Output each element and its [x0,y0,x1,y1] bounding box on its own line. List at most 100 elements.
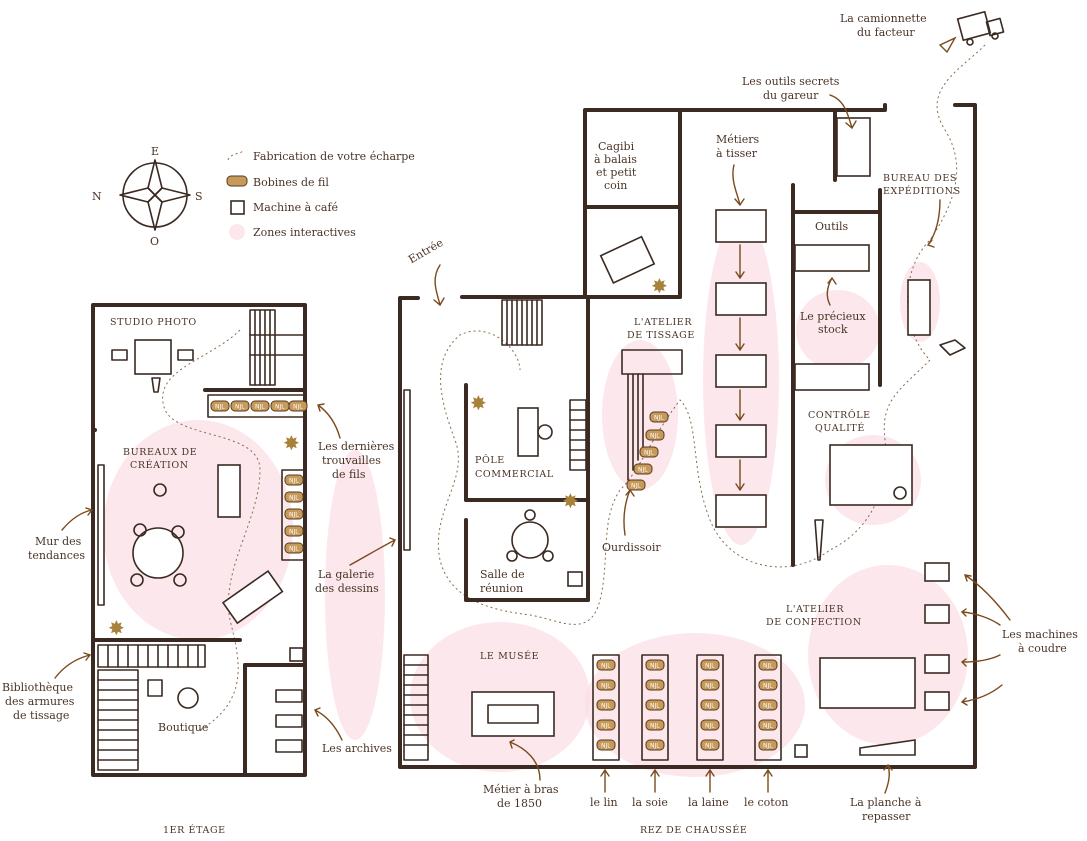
star-icon: ✸ [651,276,668,298]
coffee-machine-icon[interactable] [567,571,583,587]
callout-soie: la soie [632,796,668,809]
floor-title-first: 1ER ÉTAGE [163,824,226,836]
callout-planche-2: repasser [862,810,911,823]
callout-ourdissoir: Ourdissoir [602,541,661,554]
arrow-metier-bras [509,739,541,781]
label-expeditions-2: EXPÉDITIONS [883,185,961,197]
sewing-machine-4[interactable] [924,691,950,711]
zone-precieux-stock[interactable] [796,290,880,370]
spool-column-coton[interactable] [754,654,782,761]
mur-tendances-board[interactable] [97,464,105,606]
callout-lin: le lin [590,796,618,809]
svg-text:NJL: NJL [650,703,660,710]
spool-icon: NJL [700,659,720,671]
pole-desk[interactable] [517,407,539,457]
studio-photo-table[interactable] [134,339,172,375]
callout-mur-1: Mur des [35,535,82,548]
arrow-coton [763,768,773,793]
cagibi-desk[interactable] [599,235,656,284]
svg-text:NJL: NJL [289,478,299,485]
lightbulb-icon [153,483,167,497]
chair-1 [133,523,147,537]
arrow-outils-secrets [829,94,857,130]
metier-a-bras[interactable] [471,691,555,737]
spool-column-soie[interactable] [641,654,669,761]
svg-text:NJL: NJL [289,546,299,553]
label-bureaux-1: BUREAUX DE [123,447,197,458]
sewing-machine-1[interactable] [924,562,950,582]
label-salle-1: Salle de [480,568,525,581]
arrow-machines [963,574,1011,621]
first-floor-walls [91,303,307,777]
label-cagibi-4: coin [604,179,627,192]
galerie-board[interactable] [403,389,411,551]
compass: E N S O [92,145,203,248]
label-bureaux-2: CRÉATION [130,459,189,471]
floor-title-ground: REZ DE CHAUSSÉE [640,824,747,836]
spool-icon: NJL [284,542,304,554]
star-icon: ✸ [108,618,125,640]
qualite-table[interactable] [829,444,913,506]
star-icon: ✸ [562,491,579,513]
svg-text:NJL: NJL [601,723,611,730]
spool-icon: NJL [596,719,616,731]
zone-bureaux-creation[interactable] [103,420,293,640]
expeditions-desk[interactable] [907,279,931,336]
stock-shelf-top[interactable] [794,244,870,272]
spool-column-lin[interactable] [592,654,620,761]
plane-icon [938,36,957,54]
reunion-table[interactable] [511,521,549,559]
desk-2[interactable] [221,569,284,625]
label-controle-1: CONTRÔLE [808,409,871,421]
magnifier-icon [893,486,907,500]
chair-4 [173,573,187,587]
zone-bobines[interactable] [585,633,805,777]
chair-2 [171,525,185,539]
arrow-soie [650,768,660,793]
archives-boxes[interactable] [275,689,303,753]
truck-icon[interactable] [956,10,1005,46]
sewing-machine-3[interactable] [924,654,950,674]
arrow-expeditions [926,199,941,248]
desk-1[interactable] [217,464,241,518]
label-controle-2: QUALITÉ [815,422,865,434]
svg-text:NJL: NJL [289,529,299,536]
compass-n: N [92,190,102,203]
arrow-machines [960,654,1001,667]
callouts: Entrée La camionnette du facteur Les out… [2,12,1078,823]
sewing-machine-2[interactable] [924,604,950,624]
coffee-machine-icon[interactable] [289,647,304,662]
zone-atelier-tissage[interactable] [602,340,678,490]
spool-icon: NJL [645,739,665,751]
label-cagibi-2: à balais [594,153,637,166]
coffee-machine-icon[interactable] [794,744,808,758]
gareur-tools[interactable] [836,117,871,177]
svg-text:NJL: NJL [215,404,225,411]
ironing-board[interactable] [859,739,916,756]
thread-shelf-vertical[interactable] [281,469,307,561]
spool-icon: NJL [284,491,304,503]
svg-text:NJL: NJL [705,703,715,710]
stock-shelf-bottom[interactable] [794,363,870,391]
spool-column-laine[interactable] [696,654,724,761]
callout-camionnette-2: du facteur [857,26,915,39]
ourdissoir[interactable] [621,349,683,481]
arrow-planche [883,763,893,794]
first-floor: ✸ ✸ [91,303,307,777]
arrow-machines [960,608,1001,626]
callout-machines-2: à coudre [1018,642,1067,655]
svg-text:NJL: NJL [289,495,299,502]
callout-archives: Les archives [322,742,392,755]
legend-label-spool: Bobines de fil [253,176,329,189]
callout-outils-secrets-1: Les outils secrets [742,75,840,88]
svg-text:NJL: NJL [255,404,265,411]
callout-camionnette-1: La camionnette [840,12,927,25]
path-first-floor [162,329,261,731]
svg-text:NJL: NJL [763,743,773,750]
confection-table[interactable] [819,657,916,709]
round-table[interactable] [132,527,184,579]
label-atelier-tissage-2: DE TISSAGE [627,330,695,341]
zone-galerie-dessins[interactable] [325,450,385,740]
metiers-a-tisser[interactable] [715,209,767,528]
svg-text:NJL: NJL [705,683,715,690]
